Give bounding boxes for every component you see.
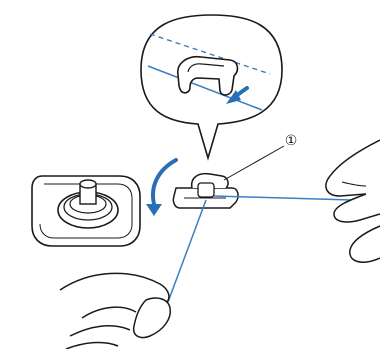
rotation-arrow-icon [146,160,176,216]
zoom-bubble-outline [141,15,282,158]
right-hand-icon [326,140,380,262]
callout-label-1: ① [282,132,300,150]
callout-leader-line [224,146,284,180]
left-hand-icon [60,273,170,349]
thread-guide-slot [198,183,214,197]
thread-to-left-hand [168,200,206,302]
bobbin-winder-spindle-icon [32,176,140,246]
zoom-bubble [141,15,282,158]
spindle-top [80,180,96,188]
